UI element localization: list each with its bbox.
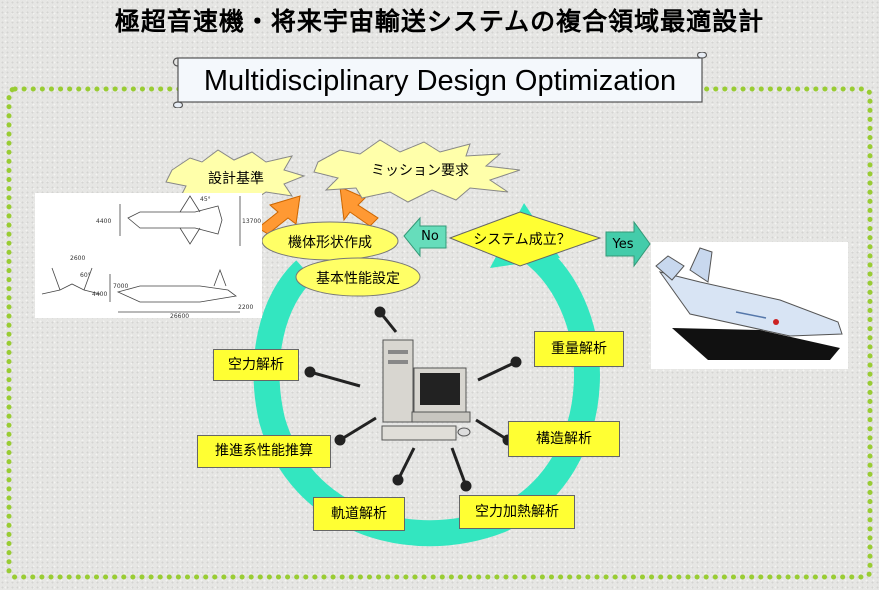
svg-text:4400: 4400 [92,291,107,298]
ellipse-label-performance-setting: 基本性能設定 [316,271,400,287]
computer-workstation [381,339,471,441]
svg-text:60°: 60° [80,272,91,279]
burst-label-design-criteria: 設計基準 [208,171,264,187]
box-aero-heating: 空力加熱解析 [459,495,575,529]
svg-text:13700: 13700 [242,218,261,225]
connectors [304,306,522,492]
box-trajectory: 軌道解析 [313,497,405,531]
svg-text:2200: 2200 [238,304,253,311]
decision-diamond [448,211,602,267]
dotted-border [6,86,873,580]
no-arrow [403,216,447,258]
svg-text:26600: 26600 [170,313,189,320]
yes-arrow [605,220,651,268]
three-view-drawing: 4400 45° 13700 2600 60° 4400 7000 2200 2… [35,193,262,320]
yes-label: Yes [612,237,634,252]
orange-arrow-left [257,195,301,235]
box-structure: 構造解析 [508,421,620,457]
ellipse-label-shape-creation: 機体形状作成 [288,235,372,251]
box-propulsion: 推進系性能推算 [197,435,331,468]
no-label: No [421,229,439,244]
spaceplane-image [651,242,848,369]
page-title: 極超音速機・将来宇宙輸送システムの複合領域最適設計 [114,7,765,36]
ellipse-performance-setting [295,257,421,297]
burst-label-mission-requirements: ミッション要求 [371,163,469,179]
svg-text:45°: 45° [200,196,211,203]
svg-text:2600: 2600 [70,255,85,262]
svg-text:7000: 7000 [113,283,128,290]
decision-label: システム成立？ [473,232,571,248]
burst-mission-requirements [313,139,521,203]
scroll-banner [172,52,708,108]
box-weight: 重量解析 [534,331,624,367]
subtitle: Multidisciplinary Design Optimization [203,65,677,97]
orange-arrow-right [339,186,379,227]
svg-text:4400: 4400 [96,218,111,225]
box-aerodynamics: 空力解析 [213,349,299,381]
